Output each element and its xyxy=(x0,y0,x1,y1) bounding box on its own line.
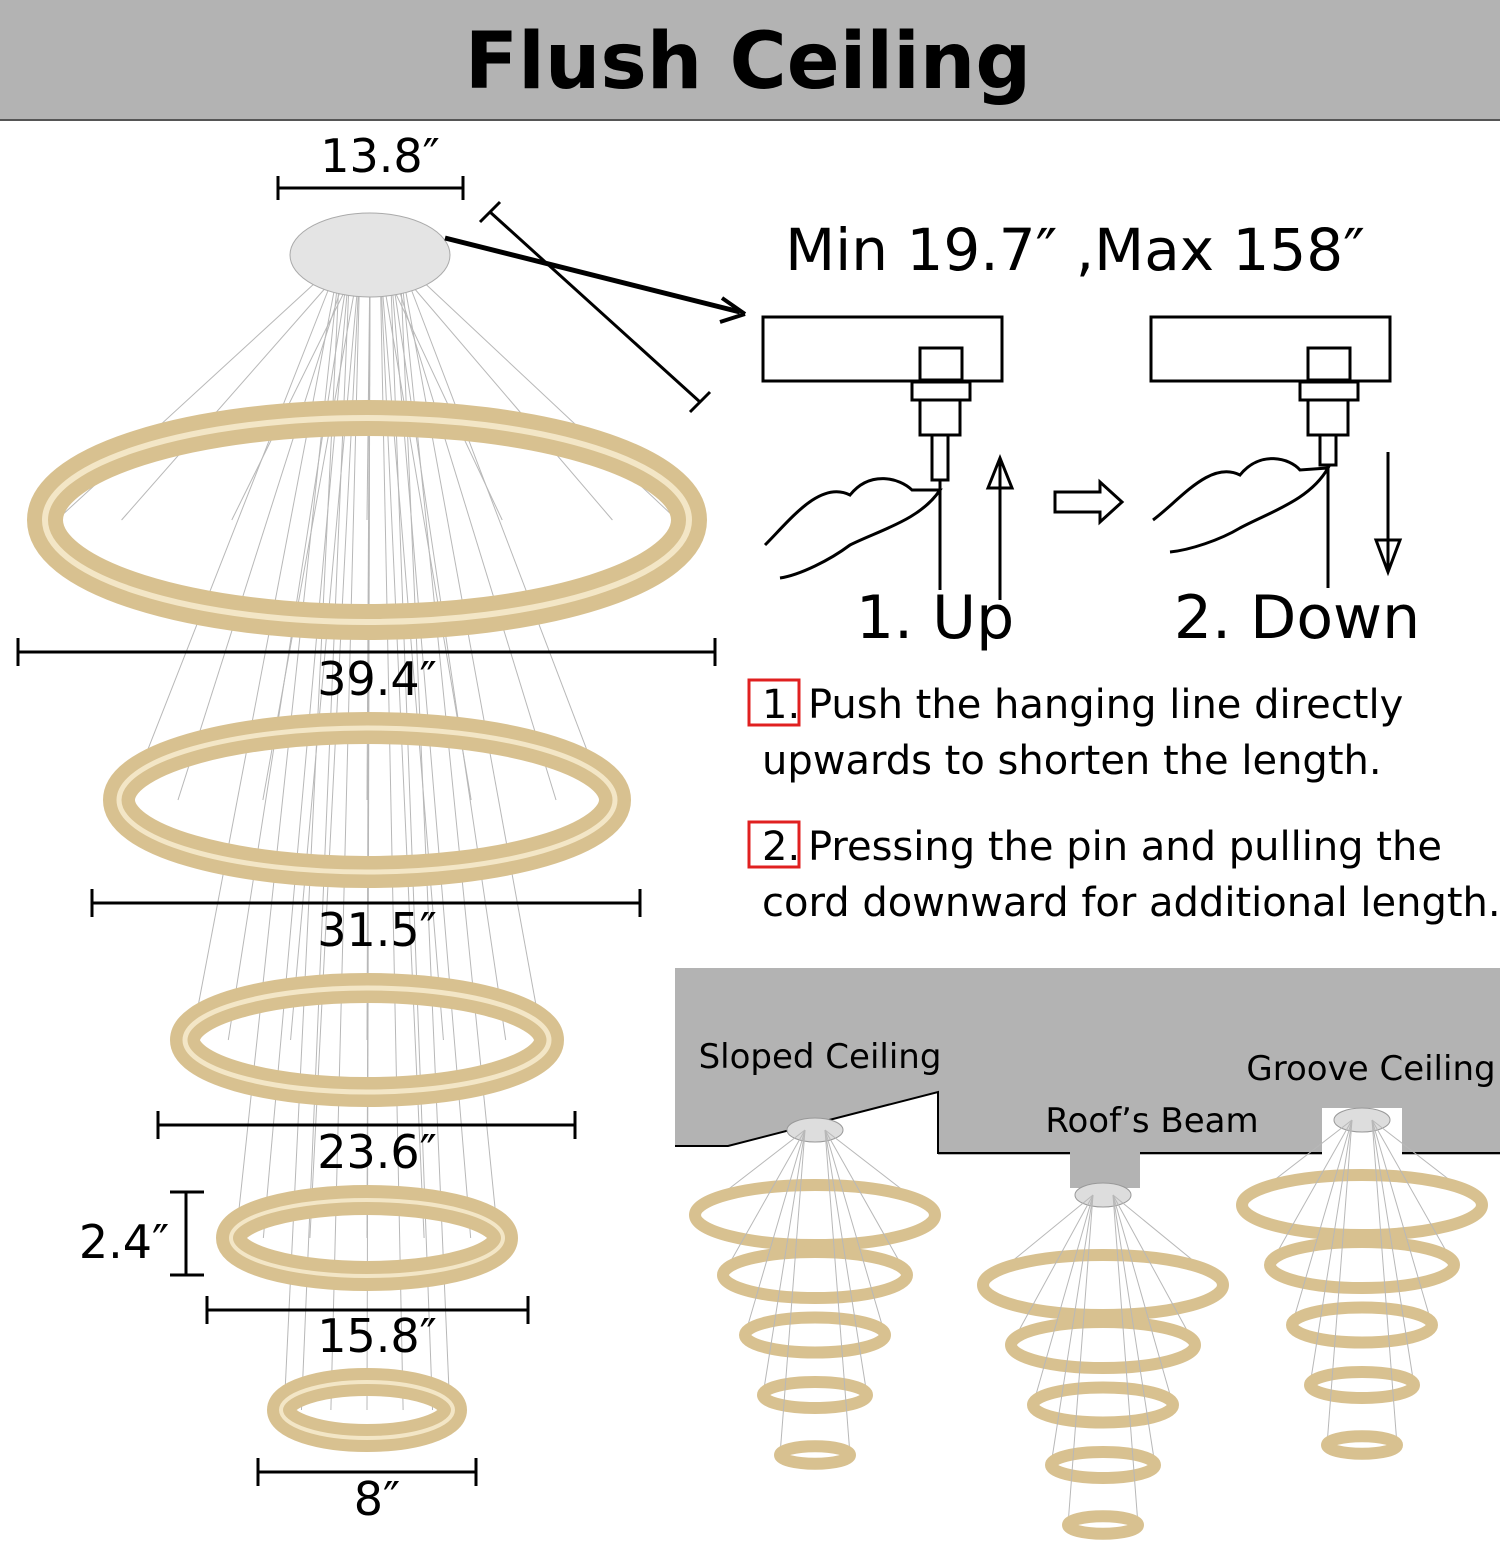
length-range-label: Min 19.7″ ,Max 158″ xyxy=(785,216,1365,284)
mini-ring xyxy=(1264,1236,1460,1294)
step-up-label: 1. Up xyxy=(856,583,1014,653)
step1-number: 1. xyxy=(762,682,800,728)
hanging-wire xyxy=(399,259,543,1041)
hanging-wire xyxy=(379,259,503,521)
hanging-wire xyxy=(330,259,361,1411)
ring5-diameter-label: 8″ xyxy=(354,1472,400,1526)
ring3-diameter-label: 23.6″ xyxy=(317,1125,437,1179)
mini-chandeliers xyxy=(689,1107,1488,1540)
mini-ring xyxy=(1321,1430,1403,1460)
hanging-wire xyxy=(177,259,351,801)
groove-ceiling-label: Groove Ceiling xyxy=(1246,1049,1495,1089)
adjustment-illustration xyxy=(761,315,1403,600)
mini-ring xyxy=(1236,1169,1488,1241)
mini-ring xyxy=(1045,1446,1161,1484)
step2-number: 2. xyxy=(762,824,800,870)
page-title: Flush Ceiling xyxy=(465,17,1031,107)
mini-ring xyxy=(1027,1381,1179,1429)
hanging-wire xyxy=(389,259,507,1041)
step2-text-line2: cord downward for additional length. xyxy=(762,880,1500,926)
mini-canopy xyxy=(1074,1182,1132,1208)
ring4-diameter-label: 15.8″ xyxy=(317,1309,437,1363)
canopy xyxy=(289,212,451,298)
hanging-wire xyxy=(399,259,607,801)
hanging-wire xyxy=(127,259,341,801)
ring-height-label: 2.4″ xyxy=(79,1215,169,1269)
mini-ring xyxy=(757,1376,873,1414)
mini-canopy xyxy=(786,1117,844,1143)
hanging-wire xyxy=(389,259,557,801)
hanging-wire xyxy=(231,259,361,521)
ring1-diameter-label: 39.4″ xyxy=(317,652,437,706)
ceiling-types-background xyxy=(675,968,1500,1188)
header-band xyxy=(0,0,1500,120)
hanging-wire xyxy=(379,259,444,1041)
step2-number-box xyxy=(747,820,801,869)
canopy-width-label: 13.8″ xyxy=(320,129,440,183)
hanging-wire xyxy=(290,259,361,1041)
mini-ring xyxy=(977,1249,1229,1321)
step1-text-line1: Push the hanging line directly xyxy=(808,682,1403,728)
hanging-wire xyxy=(121,259,351,521)
step1-text-line2: upwards to shorten the length. xyxy=(762,738,1382,784)
step1-number-box xyxy=(747,678,801,727)
mini-ring xyxy=(717,1246,913,1304)
hanging-wire xyxy=(389,259,613,521)
hanging-wire xyxy=(379,259,404,1411)
roofs-beam-label: Roof’s Beam xyxy=(1045,1101,1258,1141)
hanging-wire xyxy=(191,259,341,1041)
hanging-wire xyxy=(366,259,371,1411)
sloped-ceiling-label: Sloped Ceiling xyxy=(699,1037,942,1077)
hanging-wire xyxy=(227,259,351,1041)
mini-ring xyxy=(739,1311,891,1359)
ring2-diameter-label: 31.5″ xyxy=(317,903,437,957)
mini-canopy xyxy=(1333,1107,1391,1133)
step2-text-line1: Pressing the pin and pulling the xyxy=(808,824,1442,870)
mini-ring xyxy=(774,1440,856,1470)
dimension-lines xyxy=(16,176,747,1486)
hanging-wire xyxy=(379,259,472,801)
chandelier-illustration xyxy=(27,212,707,1452)
mini-ring xyxy=(1286,1301,1438,1349)
mini-ring xyxy=(1304,1366,1420,1404)
mini-ring xyxy=(1005,1316,1201,1374)
step-down-label: 2. Down xyxy=(1174,583,1420,653)
mini-ring xyxy=(689,1179,941,1251)
mini-ring xyxy=(1062,1510,1144,1540)
